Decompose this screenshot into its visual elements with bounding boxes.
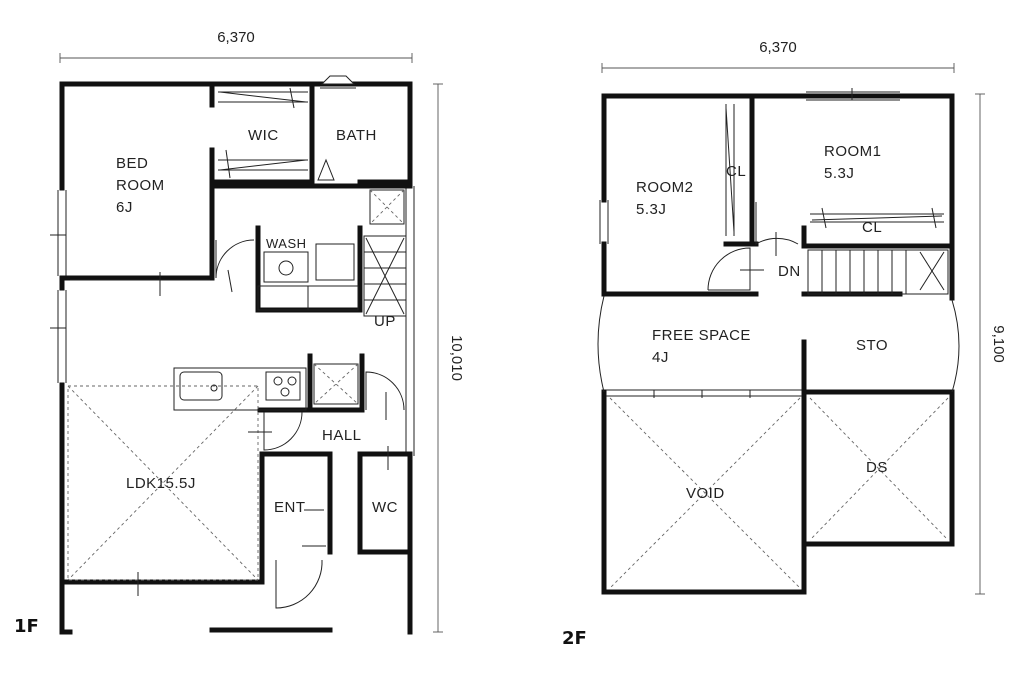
room2-label: ROOM2 [636, 179, 694, 196]
closet-b-label: CL [862, 219, 882, 236]
floor-2-title: 2F [562, 628, 587, 649]
entrance-label: ENT [274, 499, 306, 516]
ldk-ceiling-marking [67, 385, 259, 581]
floor-2-door-swings [707, 202, 799, 291]
wc-label: WC [372, 499, 398, 516]
void-label: VOID [686, 485, 725, 502]
wic-label: WIC [248, 127, 279, 144]
closet-a-label: CL [726, 163, 746, 180]
floor-1-title: 1F [14, 616, 39, 637]
room2-size: 5.3J [636, 201, 666, 218]
floor-1-interior-walls [59, 81, 413, 585]
floor-1-duct-boxes [313, 189, 405, 405]
floor-2-interior-walls [601, 93, 955, 395]
void-area-marking [609, 397, 801, 589]
wic-closet-rails [218, 87, 308, 179]
room1-size: 5.3J [824, 165, 854, 182]
floor-1-depth-dimension: 10,010 [433, 83, 465, 633]
floor-1-windows [50, 75, 415, 456]
floor-2-plan: 6,370 9,100 [562, 39, 1007, 649]
floor-2-stairs [807, 249, 949, 295]
floor-1-stairs [363, 235, 407, 317]
floor-1-width-dimension: 6,370 [59, 29, 413, 63]
stairs-down-label: DN [778, 263, 801, 280]
floor-2-exterior-walls [601, 93, 955, 595]
kitchen-counter [173, 367, 307, 411]
ldk-label: LDK15.5J [126, 475, 196, 492]
free-space-label: FREE SPACE [652, 327, 751, 344]
floor-2-closets [725, 104, 944, 236]
washroom-fixtures [257, 243, 359, 311]
floor-2-width-dimension: 6,370 [601, 39, 955, 73]
floor-1-width-label: 6,370 [217, 29, 255, 46]
storage-label: STO [856, 337, 888, 354]
floor-1-plan: 6,370 10,010 [14, 29, 465, 637]
floor-1-depth-label: 10,010 [448, 335, 465, 381]
hall-label: HALL [322, 427, 362, 444]
floor-1-exterior-walls [59, 81, 413, 635]
bath-label: BATH [336, 127, 377, 144]
ds-label: DS [866, 459, 888, 476]
room1-label: ROOM1 [824, 143, 882, 160]
stairs-up-label: UP [374, 313, 396, 330]
floor-2-depth-label: 9,100 [990, 325, 1007, 363]
floor-2-width-label: 6,370 [759, 39, 797, 56]
free-space-size: 4J [652, 349, 669, 366]
bedroom-label-line2: ROOM [116, 177, 165, 194]
floor-2-depth-dimension: 9,100 [975, 93, 1007, 595]
wash-label: WASH [266, 236, 307, 251]
floor-2-windows [597, 88, 960, 398]
floor-1-door-swings [70, 239, 405, 609]
bedroom-label: BED [116, 155, 148, 172]
bedroom-size: 6J [116, 199, 133, 216]
